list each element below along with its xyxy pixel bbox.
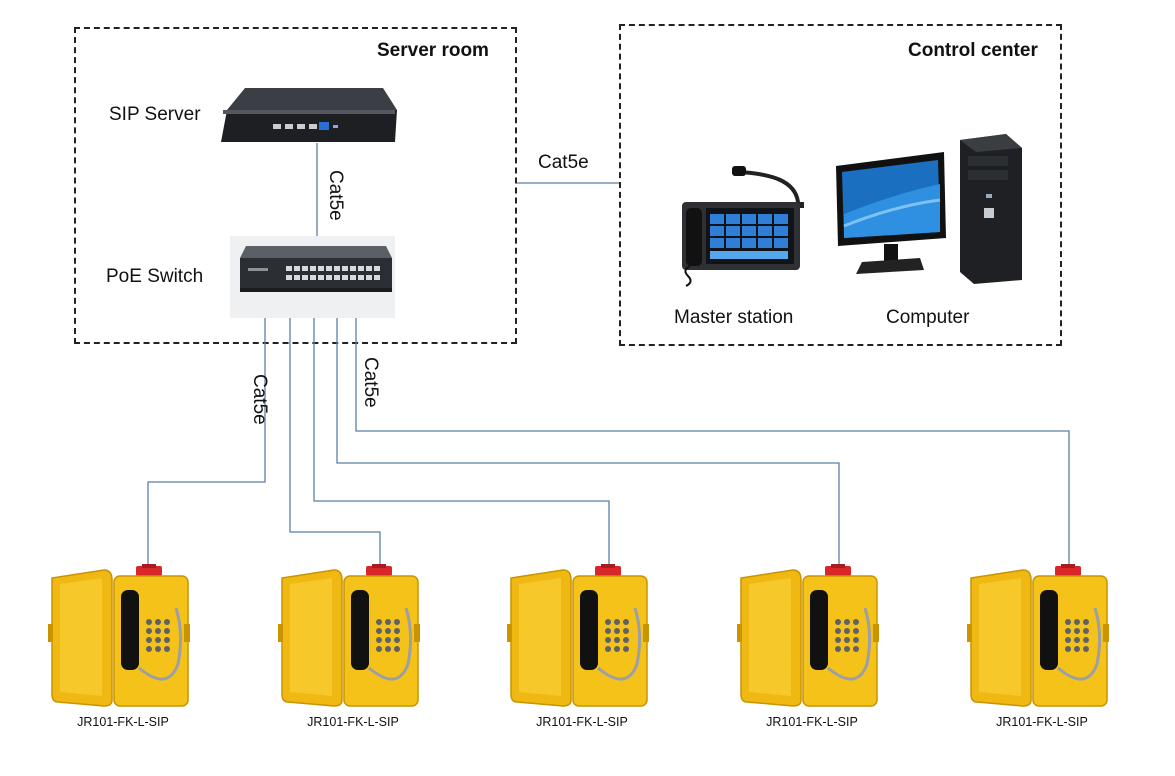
poe-switch-icon xyxy=(230,236,395,318)
server-room-title: Server room xyxy=(377,40,489,61)
wire-phone-3 xyxy=(313,300,610,568)
control-center-title: Control center xyxy=(908,40,1038,61)
wire-phone-5 xyxy=(355,300,1070,568)
phone-model-label: JR101-FK-L-SIP xyxy=(766,715,858,729)
emergency-phone-icon xyxy=(278,564,420,707)
link-label-server-switch: Cat5e xyxy=(325,170,346,221)
server-room-zone xyxy=(74,27,517,344)
phone-model-label: JR101-FK-L-SIP xyxy=(996,715,1088,729)
phone-model-label: JR101-FK-L-SIP xyxy=(536,715,628,729)
phone-model-label: JR101-FK-L-SIP xyxy=(77,715,169,729)
poe-switch-label: PoE Switch xyxy=(106,266,204,287)
master-station-label: Master station xyxy=(674,307,794,328)
wire-phone-2 xyxy=(289,300,381,568)
wire-phone-1 xyxy=(147,300,266,568)
sip-server-icon xyxy=(221,88,397,142)
emergency-phone-icon xyxy=(507,564,649,707)
emergency-phone-icon xyxy=(737,564,879,707)
sip-server-label: SIP Server xyxy=(109,104,201,125)
master-station-icon xyxy=(682,166,804,287)
wire-phone-4 xyxy=(336,300,840,568)
computer-icon xyxy=(836,134,1022,284)
link-label-control-center: Cat5e xyxy=(538,152,589,173)
link-label-phones-left: Cat5e xyxy=(249,374,270,425)
computer-label: Computer xyxy=(886,307,970,328)
emergency-phone-icon xyxy=(967,564,1109,707)
link-label-phones-right: Cat5e xyxy=(360,357,381,408)
control-center-zone xyxy=(619,24,1062,346)
phone-model-label: JR101-FK-L-SIP xyxy=(307,715,399,729)
emergency-phone-icon xyxy=(48,564,190,707)
